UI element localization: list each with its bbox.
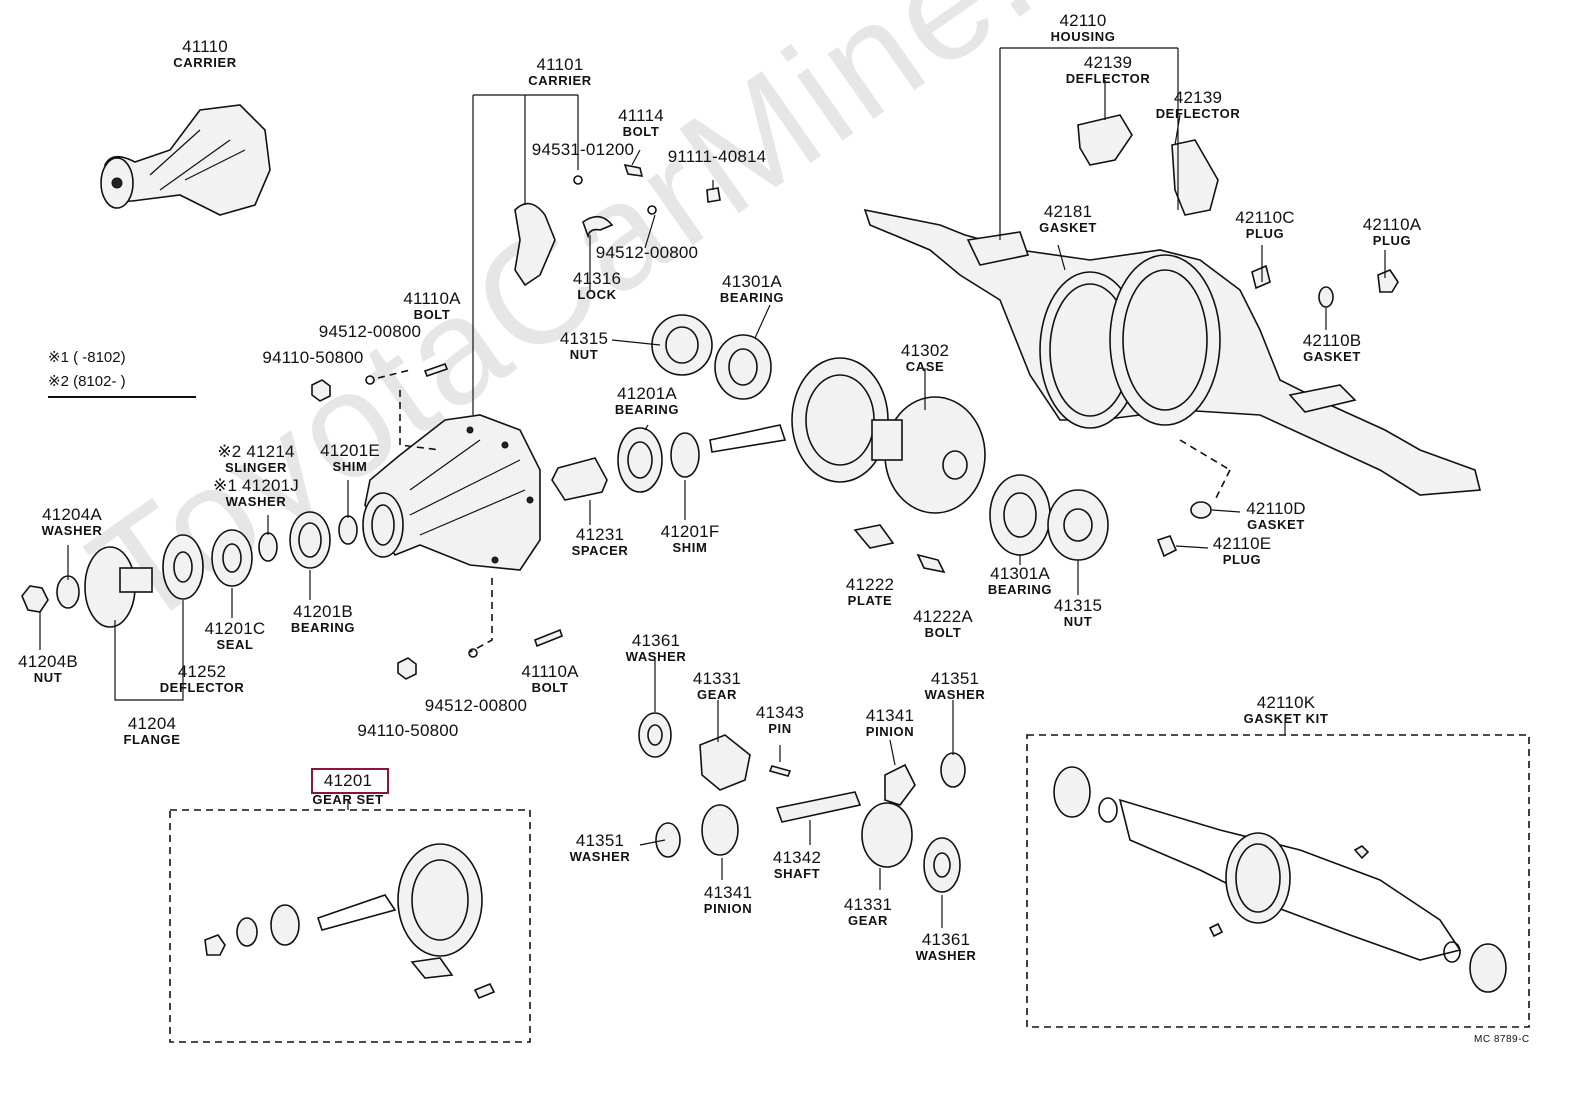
axle-housing-drawing (863, 208, 1482, 496)
legend-line-2: ※2 (8102- ) (48, 373, 126, 390)
legend-line-1: ※1 ( -8102) (48, 349, 126, 366)
legend-underline (48, 396, 196, 398)
highlight-box-41201 (311, 768, 389, 794)
label-94110-50800-a[interactable]: 94110-50800 (262, 348, 364, 367)
label-94110-50800-b[interactable]: 94110-50800 (357, 721, 459, 740)
drawing-code: MC 8789-C (1474, 1034, 1530, 1045)
label-94531-01200[interactable]: 94531-01200 (531, 140, 635, 159)
carrier-41101-drawing (362, 414, 541, 571)
label-94512-00800-c[interactable]: 94512-00800 (424, 696, 528, 715)
label-94512-00800-a[interactable]: 94512-00800 (595, 243, 699, 262)
bearing-cap-drawing (514, 202, 556, 287)
label-91111-40814[interactable]: 91111-40814 (667, 147, 767, 166)
carrier-41110-drawing (100, 104, 271, 216)
label-94512-00800-b[interactable]: 94512-00800 (318, 322, 422, 341)
